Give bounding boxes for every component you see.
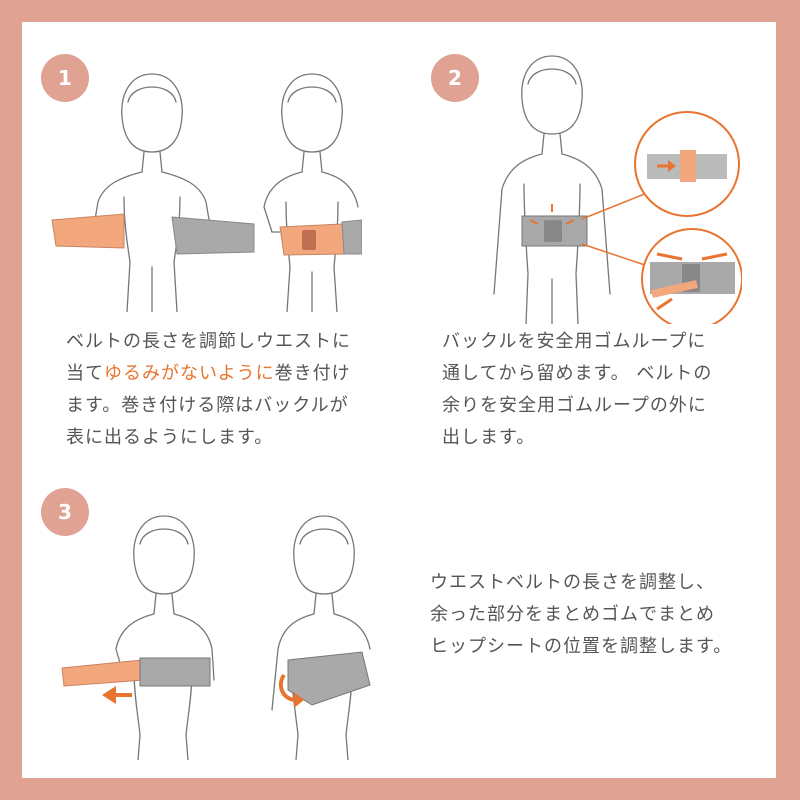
step-1-line-2-text-a: 当て [66, 363, 104, 384]
step-2-description: バックルを安全用ゴムループに 通してから留めます。 ベルトの 余りを安全用ゴムル… [442, 326, 712, 454]
step-1-badge: 1 [41, 54, 89, 102]
step-3-illustration [61, 515, 371, 760]
step-2-line-1: バックルを安全用ゴムループに [442, 331, 707, 352]
step-3-badge: 3 [41, 488, 89, 536]
step-1-line-2-text-b: 巻き付け [274, 363, 351, 384]
step-3-description: ウエストベルトの長さを調整し、 余った部分をまとめゴムでまとめ ヒップシートの位… [430, 567, 732, 663]
step-3-line-3: ヒップシートの位置を調整します。 [430, 636, 733, 657]
step-3-line-2: 余った部分をまとめゴムでまとめ [430, 604, 715, 625]
step-1-line-4-text: 表に出るようにします。 [66, 427, 274, 448]
step-1-description: ベルトの長さを調節しウエストに 当てゆるみがないように巻き付け ます。巻き付ける… [66, 326, 351, 454]
step-2-line-4: 出します。 [442, 427, 536, 448]
step-3-line-1: ウエストベルトの長さを調整し、 [430, 572, 715, 593]
step-2-line-2: 通してから留めます。 ベルトの [442, 363, 713, 384]
step-2-badge: 2 [431, 54, 479, 102]
step-1-highlight-text: ゆるみがないように [104, 363, 275, 384]
instruction-card: 1 ベルトの長さを調節しウエストに 当てゆるみが [22, 22, 776, 778]
step-1-line-3-text: ます。巻き付ける際はバックルが [66, 395, 349, 416]
step-1-line-1: ベルトの長さを調節しウエストに [66, 326, 351, 358]
step-2-line-3: 余りを安全用ゴムループの外に [442, 395, 707, 416]
step-1-line-1-text: ベルトの長さを調節しウエストに [66, 331, 351, 352]
step-1-illustration [51, 73, 362, 312]
step-2-illustration [493, 55, 742, 324]
step-1-line-2: 当てゆるみがないように巻き付け [66, 358, 351, 390]
step-1-line-4: 表に出るようにします。 [66, 422, 351, 454]
step-1-line-3: ます。巻き付ける際はバックルが [66, 390, 351, 422]
